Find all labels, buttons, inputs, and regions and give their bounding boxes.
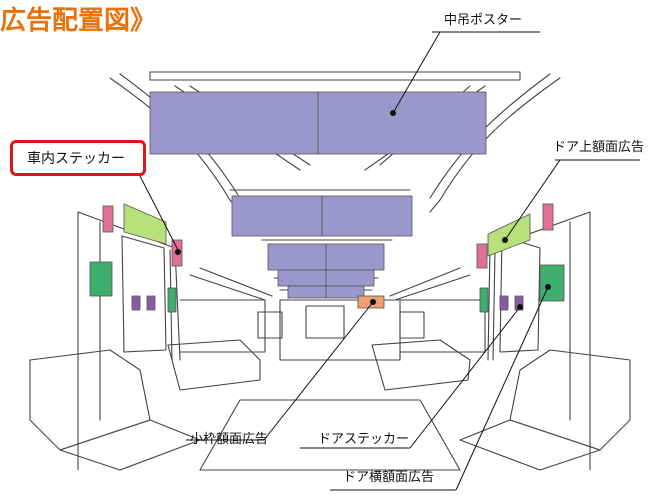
far-left-window: [257, 311, 283, 339]
right-seat-base: [459, 419, 601, 471]
marker-door-ue: [502, 237, 508, 243]
right-window-area: [399, 299, 486, 353]
marker-nakazuri: [390, 110, 396, 116]
marker-sharyo-sticker: [175, 249, 181, 255]
far-end-wall: [279, 299, 401, 361]
leader-nakazuri: [392, 31, 441, 114]
left-seat-base: [59, 419, 201, 471]
right-wall-frame: [487, 211, 591, 471]
left-seat-front: [29, 349, 151, 451]
nakazuri-poster-4-right: [325, 269, 375, 287]
far-door-window: [305, 305, 345, 339]
leader-door-ue: [504, 159, 561, 241]
window-ad-left-2: [146, 295, 156, 311]
nakazuri-poster-3-left: [267, 243, 327, 271]
left-rail: [189, 267, 273, 301]
sticker-left-top: [102, 205, 114, 233]
nakazuri-poster-4-left: [277, 269, 327, 287]
door-yoko-ad-left: [89, 261, 113, 297]
left-door: [121, 235, 167, 353]
leader-sharyo-sticker: [139, 175, 179, 251]
right-door: [499, 235, 541, 353]
label-door-sticker: ドアステッカー: [318, 432, 410, 447]
nakazuri-poster-large-left: [149, 91, 319, 155]
floor-center: [199, 399, 461, 471]
nakazuri-poster-large-right: [317, 91, 487, 155]
nakazuri-poster-5-left: [287, 285, 327, 299]
ceiling-top-trim: [149, 71, 521, 81]
label-nakazuri-poster: 中吊ポスター: [444, 13, 523, 28]
left-seat-back: [167, 339, 261, 391]
left-wall-frame: [77, 211, 181, 471]
sticker-right-top: [542, 203, 554, 231]
kowaku-ad-right: [479, 287, 489, 313]
marker-door-sticker: [370, 299, 376, 305]
marker-door-yoko: [545, 284, 551, 290]
left-wall-posts: [99, 221, 173, 421]
right-seat-back: [371, 339, 471, 391]
door-ue-ad-left: [123, 203, 167, 245]
sticker-right-mid: [476, 243, 488, 269]
far-right-window: [399, 311, 425, 339]
nakazuri-poster-2-left: [231, 195, 323, 237]
nakazuri-poster-5-right: [325, 285, 365, 299]
label-door-ue-ad: ドア上額面広告: [553, 140, 645, 155]
leader-kowaku: [263, 301, 374, 441]
right-rail: [389, 267, 471, 301]
window-ad-right-2: [514, 295, 524, 311]
leader-door-sticker: [409, 306, 521, 449]
label-sharyo-sticker-box: 車内ステッカー: [10, 140, 146, 176]
right-wall-posts: [492, 221, 571, 421]
window-ad-left-1: [131, 295, 141, 311]
page-title: 広告配置図》: [0, 6, 157, 36]
marker-window-ad: [517, 304, 523, 310]
left-window-area: [179, 299, 266, 353]
window-ad-right-1: [499, 295, 509, 311]
leader-door-yoko: [455, 286, 549, 491]
label-sharyo-sticker: 車内ステッカー: [27, 151, 125, 167]
nakazuri-poster-3-right: [325, 243, 385, 271]
label-door-yoko-ad: ドア横額面広告: [343, 470, 435, 485]
label-kowaku-ad: 小枠額面広告: [190, 432, 269, 447]
nakazuri-poster-2-right: [321, 195, 413, 237]
door-yoko-ad-right: [539, 264, 565, 302]
kowaku-ad-left: [167, 287, 177, 313]
